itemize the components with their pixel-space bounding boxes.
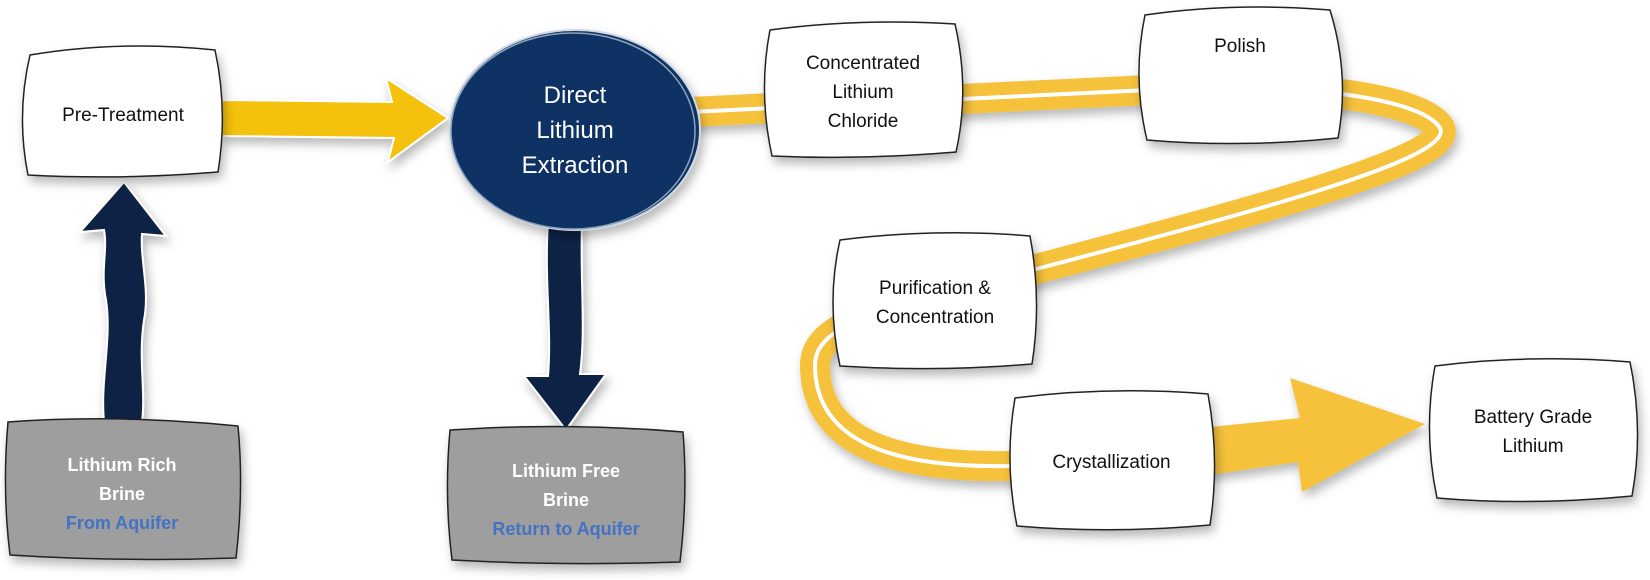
arrow-dle-down: [521, 221, 608, 432]
concentrated-line-2: Lithium: [832, 81, 894, 103]
dle-label: Direct Lithium Extraction: [460, 30, 690, 230]
polish-box: [1138, 6, 1344, 145]
battery-line-1: Battery Grade: [1473, 407, 1593, 428]
dle-line-3: Extraction: [521, 151, 629, 179]
yellow-flow-band: [675, 72, 1456, 482]
pretreatment-box: [21, 45, 224, 178]
dle-line-1: Direct: [543, 81, 607, 109]
dle-line-2: Lithium: [536, 116, 614, 144]
purification-line-1: Purification &: [879, 278, 991, 299]
pretreatment-text: Pre-Treatment: [62, 104, 184, 126]
battery-label: Battery Grade Lithium: [1433, 366, 1633, 498]
battery-box: [1428, 358, 1639, 503]
rich-brine-line-1: Lithium Rich: [67, 454, 177, 475]
rich-brine-line-2: Brine: [98, 483, 145, 504]
arrow-to-battery: [1160, 378, 1425, 492]
crystallization-box: [1009, 390, 1216, 531]
dle-node: [449, 29, 701, 231]
crystallization-label: Crystallization: [1013, 398, 1210, 526]
arrow-brine-up: [77, 180, 169, 423]
purification-box: [832, 232, 1038, 370]
polish-label: Polish: [1145, 15, 1335, 77]
flow-band-inner-line: [688, 85, 1443, 469]
concentrated-line-3: Chloride: [827, 110, 899, 132]
concentrated-line-1: Concentrated: [805, 52, 921, 74]
free-brine-line-2: Brine: [542, 489, 589, 510]
rich-brine-box: [4, 418, 242, 561]
purification-label: Purification & Concentration: [838, 240, 1032, 366]
arrow-pretreat-to-dle: [221, 75, 450, 165]
pretreatment-label: Pre-Treatment: [28, 55, 218, 175]
free-brine-box: [446, 425, 686, 565]
rich-brine-sub: From Aquifer: [65, 512, 179, 533]
free-brine-line-1: Lithium Free: [511, 460, 620, 481]
polish-text: Polish: [1214, 35, 1266, 57]
battery-line-2: Lithium: [1502, 436, 1564, 457]
concentrated-box: [763, 21, 964, 159]
purification-line-2: Concentration: [875, 307, 995, 328]
dle-circle-outline: [450, 32, 696, 230]
free-brine-label: Lithium Free Brine Return to Aquifer: [448, 436, 684, 564]
crystallization-text: Crystallization: [1052, 451, 1171, 473]
free-brine-sub: Return to Aquifer: [492, 518, 640, 539]
dle-circle: [449, 29, 701, 231]
rich-brine-label: Lithium Rich Brine From Aquifer: [6, 430, 238, 558]
concentrated-label: Concentrated Lithium Chloride: [768, 28, 958, 156]
